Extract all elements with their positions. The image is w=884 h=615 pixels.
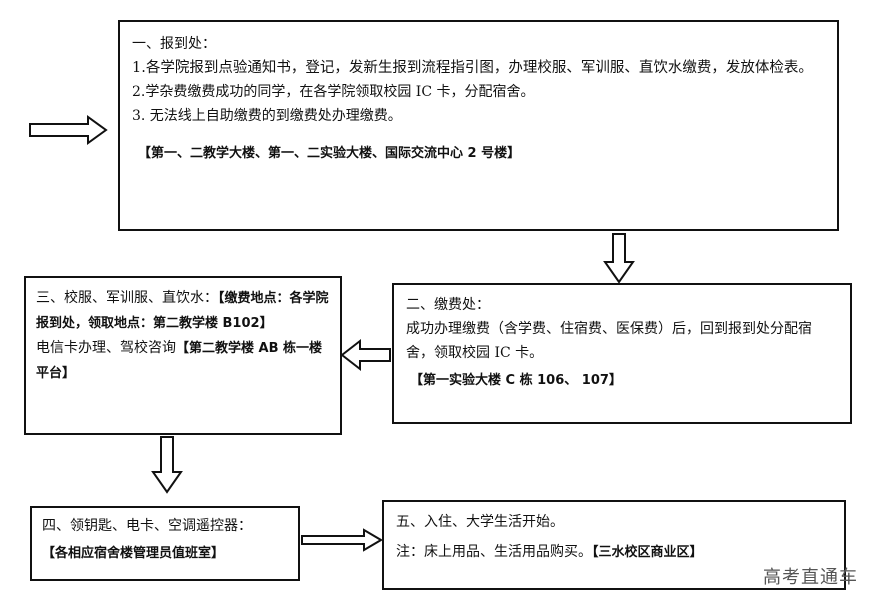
telecom-location: 【第二教学楼 AB 栋一楼平台】 bbox=[36, 341, 323, 381]
move-in-note-text: 注：床上用品、生活用品购买。 bbox=[396, 544, 592, 560]
entry-arrow-icon bbox=[29, 115, 108, 145]
payment-title: 二、缴费处： bbox=[406, 297, 490, 313]
uniform-box: 三、校服、军训服、直饮水：【缴费地点：各学院报到处，领取地点：第二教学楼 B10… bbox=[24, 276, 342, 435]
payment-box: 二、缴费处： 成功办理缴费（含学费、住宿费、医保费）后，回到报到处分配宿舍，领取… bbox=[392, 283, 852, 424]
keys-title: 四、领钥匙、电卡、空调遥控器： bbox=[42, 518, 252, 534]
telecom-text: 电信卡办理、驾校咨询 bbox=[36, 340, 176, 356]
keys-box: 四、领钥匙、电卡、空调遥控器： 【各相应宿舍楼管理员值班室】 bbox=[30, 506, 300, 581]
registration-location: 【第一、二教学大楼、第一、二实验大楼、国际交流中心 2 号楼】 bbox=[138, 146, 521, 161]
move-in-box: 五、入住、大学生活开始。 注：床上用品、生活用品购买。【三水校区商业区】 bbox=[382, 500, 846, 590]
keys-location: 【各相应宿舍楼管理员值班室】 bbox=[42, 546, 225, 561]
down-arrow-icon-2 bbox=[151, 436, 183, 494]
registration-step-3: 3. 无法线上自助缴费的到缴费处办理缴费。 bbox=[132, 108, 402, 124]
payment-location: 【第一实验大楼 C 栋 106、 107】 bbox=[410, 373, 622, 388]
payment-description: 成功办理缴费（含学费、住宿费、医保费）后，回到报到处分配宿舍，领取校园 IC 卡… bbox=[406, 321, 812, 361]
move-in-title: 五、入住、大学生活开始。 bbox=[396, 514, 564, 530]
telecom-line: 电信卡办理、驾校咨询【第二教学楼 AB 栋一楼平台】 bbox=[36, 336, 330, 386]
left-arrow-icon bbox=[340, 338, 391, 372]
uniform-title: 三、校服、军训服、直饮水：【缴费地点：各学院报到处，领取地点：第二教学楼 B10… bbox=[36, 286, 330, 336]
registration-box: 一、报到处： 1.各学院报到点验通知书，登记，发新生报到流程指引图，办理校服、军… bbox=[118, 20, 839, 231]
move-in-note: 注：床上用品、生活用品购买。【三水校区商业区】 bbox=[396, 540, 832, 565]
uniform-location: 【缴费地点：各学院报到处，领取地点：第二教学楼 B102】 bbox=[36, 291, 329, 331]
right-arrow-icon bbox=[301, 528, 383, 552]
registration-step-2: 2.学杂费缴费成功的同学，在各学院领取校园 IC 卡，分配宿舍。 bbox=[132, 84, 535, 100]
move-in-location: 【三水校区商业区】 bbox=[592, 545, 703, 560]
registration-title: 一、报到处： bbox=[132, 36, 216, 52]
uniform-title-text: 三、校服、军训服、直饮水： bbox=[36, 290, 218, 306]
watermark-text: 高考直通车 bbox=[763, 567, 858, 588]
down-arrow-icon-1 bbox=[603, 233, 635, 284]
registration-step-1: 1.各学院报到点验通知书，登记，发新生报到流程指引图，办理校服、军训服、直饮水缴… bbox=[132, 60, 813, 76]
